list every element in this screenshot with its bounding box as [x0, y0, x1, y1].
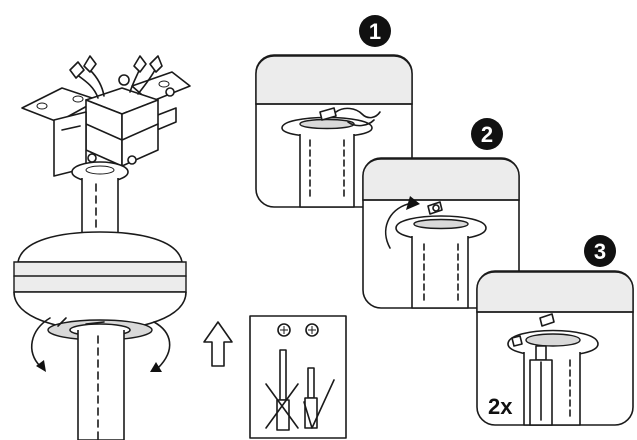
step-1-badge: 1 [359, 15, 391, 47]
screwdriver-panel [249, 315, 347, 439]
up-arrow-icon [203, 321, 233, 367]
fan-canopy-assembly [13, 55, 191, 440]
step-3-badge: 3 [584, 235, 616, 267]
step-3-panel [476, 270, 634, 426]
phillips-screw-icon [277, 323, 319, 337]
step-2-panel [362, 157, 520, 309]
step-1-panel [255, 54, 413, 208]
step-2-number: 2 [481, 122, 493, 147]
step-2-badge: 2 [471, 118, 503, 150]
step-1-number: 1 [369, 19, 381, 44]
rotate-arrow-icon [31, 317, 171, 372]
screw-count-label: 2x [488, 394, 513, 419]
step-3-number: 3 [594, 239, 606, 264]
